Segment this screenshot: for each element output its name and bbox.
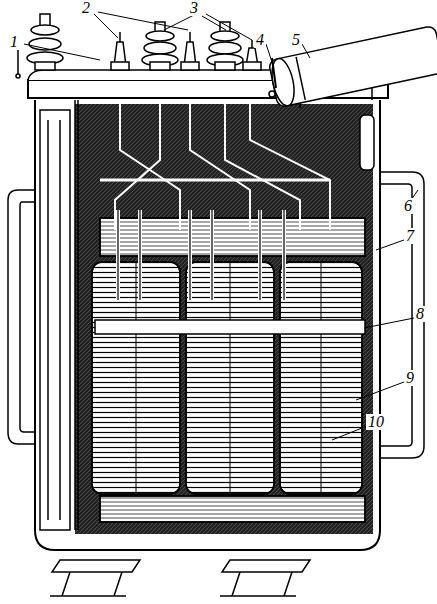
conservator <box>268 25 437 108</box>
callout-number: 4 <box>254 32 266 48</box>
callout-number: 10 <box>366 414 386 430</box>
callout-number: 5 <box>290 32 302 48</box>
callout-number: 1 <box>8 34 20 50</box>
base-skids <box>50 560 310 596</box>
callout-number: 2 <box>80 0 92 16</box>
callout-number: 7 <box>404 228 416 244</box>
clamp-beam <box>95 320 365 334</box>
leader-lines <box>24 12 418 440</box>
callout-number: 3 <box>188 0 200 16</box>
tank <box>35 100 380 550</box>
callout-number: 6 <box>402 198 414 214</box>
core-and-windings <box>92 210 365 522</box>
callout-number: 8 <box>414 306 426 322</box>
bushings <box>16 14 261 78</box>
winding-leads <box>100 100 330 230</box>
callout-number: 9 <box>404 370 416 386</box>
